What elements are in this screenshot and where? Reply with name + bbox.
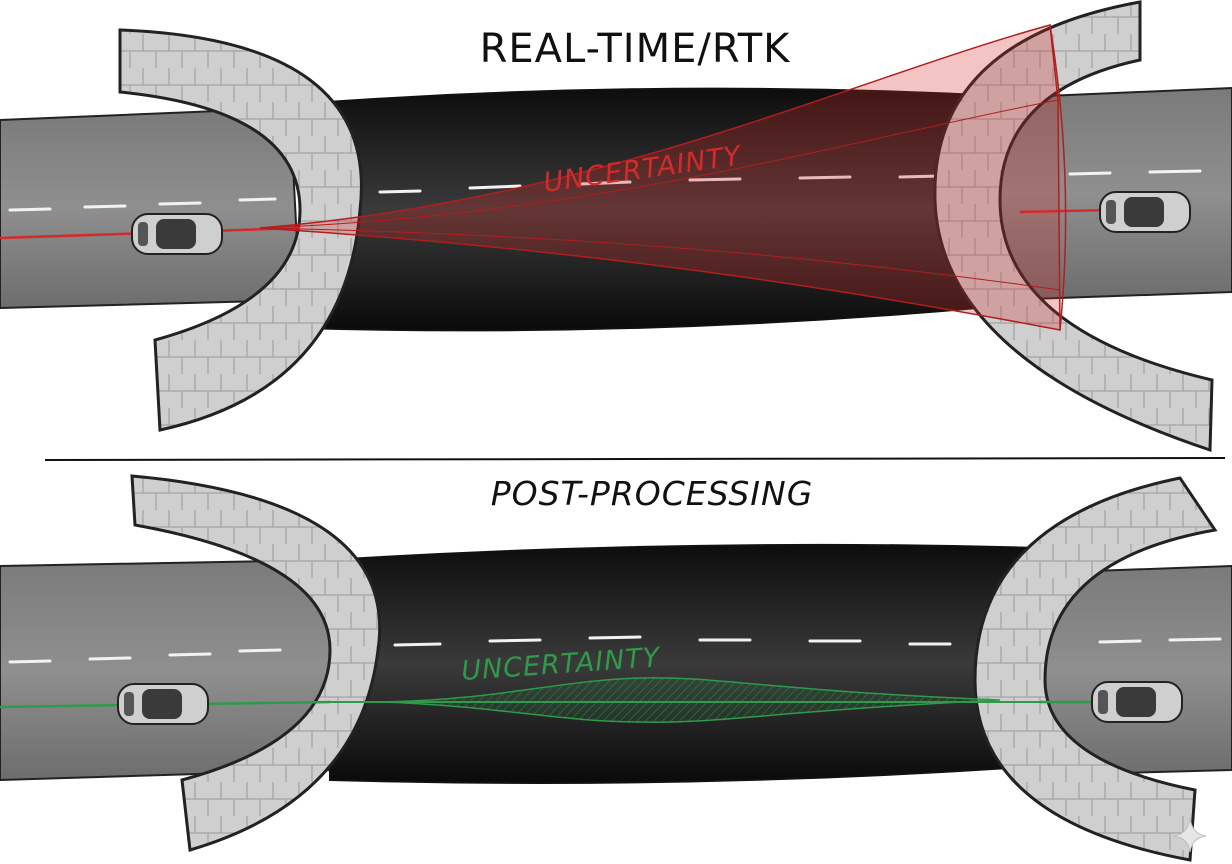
uncertainty-band — [379, 677, 1001, 723]
realtime-title: REAL-TIME/RTK — [480, 26, 792, 72]
uncertainty-cone — [259, 24, 1067, 331]
car-icon — [131, 213, 223, 255]
tunnel-body — [329, 543, 1041, 784]
car-icon — [117, 683, 209, 725]
lane-markings — [8, 635, 1222, 664]
sparkle-icon — [1173, 817, 1207, 853]
tunnel-portal-right — [973, 476, 1218, 862]
realtime-panel: UNCERTAINTY REAL-TIME/RTK — [0, 0, 1232, 453]
lane-markings — [8, 169, 1202, 212]
tunnel-portal-right — [933, 0, 1214, 453]
tunnel-portal-left — [118, 28, 363, 432]
car-icon — [1099, 191, 1191, 233]
postprocessing-panel: UNCERTAINTY POST-PROCESSING — [0, 474, 1232, 862]
postprocessing-title: POST-PROCESSING — [491, 474, 814, 513]
tunnel-portal-left — [130, 474, 381, 852]
panel-divider — [44, 457, 1226, 461]
car-icon — [1091, 681, 1183, 723]
